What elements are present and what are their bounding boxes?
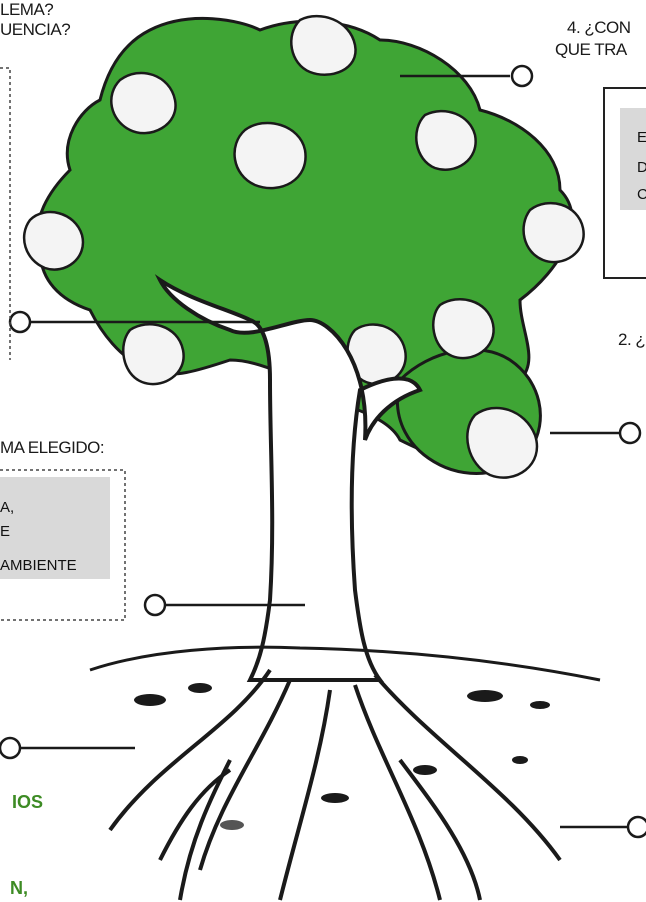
ground	[89, 645, 601, 830]
green-label-2: N,	[10, 878, 28, 898]
answer-line-2: D	[637, 159, 646, 176]
tree-roots	[108, 668, 562, 901]
question-label-top-left-2: UENCIA?	[0, 20, 71, 39]
green-label-1: IOS	[12, 792, 44, 812]
answer-line-1: E	[637, 129, 646, 146]
tree-leaves	[22, 14, 585, 479]
left-frames	[0, 67, 126, 621]
answer-highlight-top-right	[620, 108, 646, 210]
topic-line-3: AMBIENTE	[0, 557, 77, 574]
topic-line-1: A,	[0, 499, 15, 516]
answer-line-3: C	[637, 186, 646, 203]
connectors	[0, 64, 646, 839]
tree-trunk	[154, 274, 423, 682]
topic-line-2: E	[0, 523, 11, 540]
question-label-mid-right: 2. ¿	[618, 330, 646, 349]
topic-highlight	[0, 477, 110, 579]
question-label-top-right-1: 4. ¿CON	[567, 18, 631, 37]
question-label-top-left-1: LEMA?	[0, 0, 54, 19]
topic-label: MA ELEGIDO:	[0, 438, 105, 457]
question-label-top-right-2: QUE TRA	[555, 40, 627, 59]
